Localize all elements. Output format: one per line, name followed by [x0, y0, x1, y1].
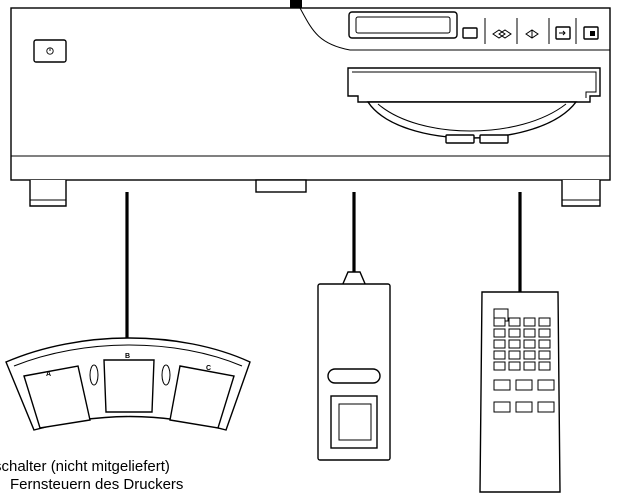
keypad[interactable] [493, 317, 551, 371]
svg-text:C: C [206, 365, 211, 372]
keypad-button[interactable] [538, 361, 551, 371]
foot-switch: A B C [5, 337, 251, 431]
keypad-button[interactable] [493, 361, 506, 371]
svg-text:A: A [46, 371, 51, 378]
printer-feet [29, 179, 601, 207]
remote-commander-small [317, 271, 391, 461]
cables [125, 192, 522, 345]
keypad-button[interactable] [493, 317, 506, 327]
caption-line-1: schalter (nicht mitgeliefert) [0, 458, 170, 475]
feed-button[interactable] [525, 29, 539, 39]
remote-slider-button[interactable] [327, 368, 381, 384]
pedal-c[interactable]: C [169, 365, 235, 429]
keypad-button[interactable] [493, 350, 506, 360]
keypad-button[interactable] [508, 350, 521, 360]
keypad-button[interactable] [508, 328, 521, 338]
display-window [348, 11, 458, 39]
lower-buttons[interactable] [493, 379, 555, 413]
function-button[interactable] [515, 379, 533, 391]
input-button[interactable] [555, 26, 571, 40]
function-button[interactable] [537, 401, 555, 413]
pedal-a[interactable]: A [23, 365, 91, 429]
keypad-button[interactable] [523, 339, 536, 349]
keypad-button[interactable] [523, 350, 536, 360]
keypad-button[interactable] [538, 328, 551, 338]
pedal-b[interactable]: B [103, 353, 155, 413]
remote-commander-keypad [479, 291, 561, 493]
keypad-button[interactable] [523, 317, 536, 327]
svg-text:B: B [125, 353, 130, 360]
printer-top-connector [290, 0, 302, 8]
power-button[interactable] [33, 39, 67, 63]
printer [10, 7, 611, 207]
keypad-button[interactable] [523, 328, 536, 338]
function-button[interactable] [493, 401, 511, 413]
stop-button[interactable] [462, 27, 478, 39]
keypad-button[interactable] [538, 339, 551, 349]
keypad-button[interactable] [508, 361, 521, 371]
print-button[interactable] [492, 29, 512, 39]
control-buttons [462, 18, 599, 44]
memory-button[interactable] [583, 26, 599, 40]
keypad-button[interactable] [508, 339, 521, 349]
keypad-button[interactable] [523, 361, 536, 371]
keypad-button[interactable] [508, 317, 521, 327]
keypad-button[interactable] [538, 317, 551, 327]
function-button[interactable] [493, 379, 511, 391]
keypad-button[interactable] [538, 350, 551, 360]
caption-line-2: Fernsteuern des Druckers [10, 476, 184, 493]
keypad-button[interactable] [493, 339, 506, 349]
function-button[interactable] [515, 401, 533, 413]
function-button[interactable] [537, 379, 555, 391]
keypad-button[interactable] [493, 328, 506, 338]
paper-tray [347, 67, 601, 144]
